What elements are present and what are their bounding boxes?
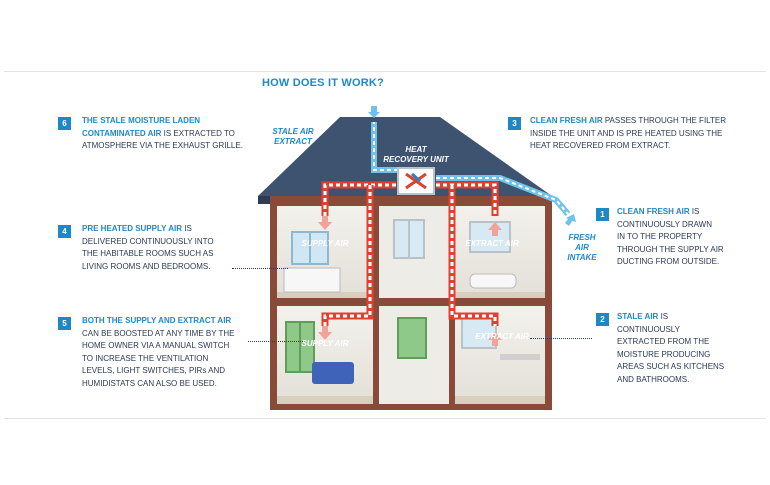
note-4: PRE HEATED SUPPLY AIR IS DELIVERED CONTI…	[82, 224, 214, 271]
kitchen-table	[500, 354, 540, 360]
diagram-title: HOW DOES IT WORK?	[262, 77, 384, 89]
leader-line-4	[232, 268, 288, 269]
supply-arrows	[318, 216, 332, 340]
note-3: CLEAN FRESH AIR PASSES THROUGH THE FILTE…	[530, 116, 727, 150]
supply-duct	[321, 181, 396, 326]
step-1-badge: 1	[596, 208, 609, 221]
step-5-badge: 5	[58, 317, 71, 330]
extract-air-lower-label: EXTRACT AIR	[475, 332, 529, 341]
leader-line-2	[530, 338, 592, 339]
note-6: THE STALE MOISTURE LADEN CONTAMINATED AI…	[82, 116, 243, 150]
exhaust-arrows	[368, 106, 380, 118]
extract-arrows	[488, 222, 502, 346]
note-5: BOTH THE SUPPLY AND EXTRACT AIR CAN BE B…	[82, 316, 235, 388]
stale-exhaust-duct	[371, 122, 405, 173]
step-3-badge: 3	[508, 117, 521, 130]
extract-air-upper-label: EXTRACT AIR	[465, 239, 519, 248]
step-4-badge: 4	[58, 225, 71, 238]
step-2-badge: 2	[596, 313, 609, 326]
bath	[469, 273, 517, 289]
step-6-badge: 6	[58, 117, 71, 130]
bathroom-window	[469, 221, 511, 253]
sofa	[312, 362, 354, 384]
fresh-air-duct	[436, 175, 571, 216]
hall-window	[397, 317, 427, 359]
supply-air-upper-label: SUPPLY AIR	[301, 239, 349, 248]
note-2: STALE AIR IS CONTINUOUSLY EXTRACTED FROM…	[617, 312, 725, 384]
heat-recovery-unit	[397, 167, 435, 195]
intake-arrows	[565, 214, 576, 226]
extract-duct	[436, 181, 499, 326]
leader-line-5	[248, 341, 303, 342]
supply-air-lower-label: SUPPLY AIR	[301, 339, 349, 348]
note-1: CLEAN FRESH AIR IS CONTINUOUSLY DRAWN IN…	[617, 207, 724, 266]
bed	[283, 267, 341, 293]
